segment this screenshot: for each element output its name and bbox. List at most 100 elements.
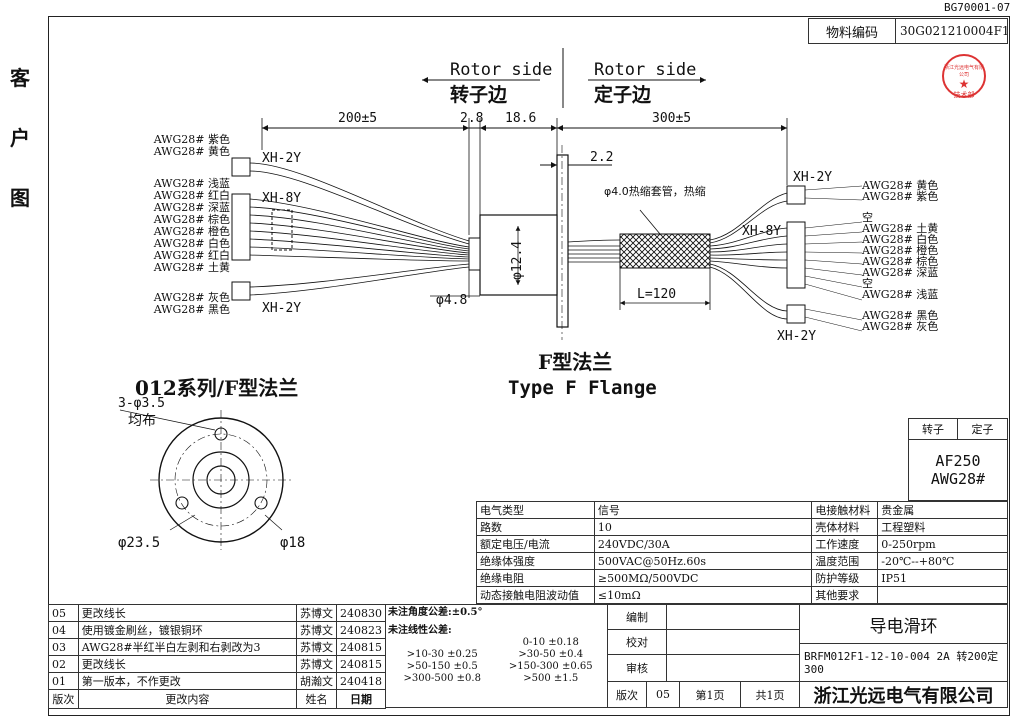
material-value: 30G021210004F1 bbox=[895, 18, 1008, 44]
revision-rev: 01 bbox=[48, 672, 79, 690]
rotor-shaft bbox=[468, 237, 481, 271]
tolerance-value: >500 ±1.5 bbox=[523, 673, 579, 684]
wire-label: AWG28# 黑色 bbox=[862, 309, 939, 322]
heat-shrink-sleeve bbox=[619, 233, 711, 269]
spec-label: 动态接触电阻波动值 bbox=[476, 586, 595, 604]
dim-l120-label: L=120 bbox=[637, 287, 677, 302]
tolerance-value: >10-30 ±0.25 bbox=[406, 649, 478, 660]
revision-date: 240830 bbox=[335, 604, 387, 622]
dim-2-8-label: 2.8 bbox=[460, 111, 484, 126]
tolerance-box: 未注角度公差:±0.5° 未注线性公差: 0-10 ±0.18>10-30 ±0… bbox=[385, 604, 608, 708]
wire-label: AWG28# 灰色 bbox=[862, 320, 939, 333]
wire-spec-stator-text: 定子 bbox=[971, 423, 994, 436]
spec-label: 其他要求 bbox=[811, 586, 879, 604]
left-top-connector-label: XH-2Y bbox=[262, 151, 302, 166]
left-top-connector bbox=[231, 157, 251, 177]
revision-date: 240823 bbox=[335, 621, 387, 639]
wire-label: AWG28# 棕色 bbox=[862, 255, 939, 268]
wire-spec-af: AF250 bbox=[935, 452, 981, 470]
spec-value: IP51 bbox=[877, 569, 1008, 587]
revision-rev: 02 bbox=[48, 655, 79, 673]
spec-row: 电气类型信号电接触材料贵金属 bbox=[476, 501, 1008, 519]
wire-label: AWG28# 红白 bbox=[153, 249, 230, 262]
company-name-text: 浙江光远电气有限公司 bbox=[813, 685, 994, 707]
department-stamp: 浙江光远电气有限公司 ★ 技术部 bbox=[942, 54, 986, 99]
stamp-dept: 技术部 bbox=[953, 91, 975, 99]
product-name: 导电滑环 bbox=[799, 604, 1008, 644]
approval-check-text: 校对 bbox=[626, 636, 648, 649]
stator-side-zh: 定子边 bbox=[594, 84, 652, 106]
side-label-2: 户 bbox=[10, 126, 30, 150]
left-bot-connector-label: XH-2Y bbox=[262, 301, 302, 316]
tolerance-rows: 0-10 ±0.18>10-30 ±0.25>30-50 ±0.4>50-150… bbox=[388, 637, 605, 685]
stator-side-en: Rotor side bbox=[594, 60, 697, 80]
material-label-text: 物料编码 bbox=[825, 25, 878, 41]
wire-spec-stator: 定子 bbox=[957, 418, 1008, 440]
flange-holes-note: 均布 bbox=[128, 413, 156, 429]
wire-label: AWG28# 黄色 bbox=[153, 145, 230, 158]
approval-check-sign bbox=[666, 629, 800, 655]
wire-label: AWG28# 浅蓝 bbox=[153, 177, 230, 190]
document-code: BG70001-07 bbox=[944, 1, 1011, 14]
flange-plate bbox=[556, 154, 569, 328]
revision-content: AWG28#半红半白左剥和右剥改为3 bbox=[77, 638, 297, 656]
side-label-1: 客 bbox=[10, 66, 30, 90]
flange-title-zh: F型法兰 bbox=[538, 350, 613, 374]
spec-value: 500VAC@50Hz.60s bbox=[593, 552, 813, 570]
wire-label: AWG28# 棕色 bbox=[153, 213, 230, 226]
approval-draw: 编制 bbox=[607, 604, 667, 630]
right-top-connector-label: XH-2Y bbox=[793, 170, 833, 185]
approval-audit-sign bbox=[666, 654, 800, 682]
sheet-total: 共1页 bbox=[740, 681, 800, 708]
dim-4-8-label: φ4.8 bbox=[436, 293, 468, 308]
wire-label: AWG28# 土黄 bbox=[862, 222, 939, 235]
spec-value: 0-250rpm bbox=[877, 535, 1008, 553]
approval-audit: 审核 bbox=[607, 654, 667, 682]
tolerance-row: >50-150 ±0.5>150-300 ±0.65 bbox=[388, 661, 605, 673]
revision-author: 苏博文 bbox=[295, 604, 337, 622]
sheet-rev: 05 bbox=[646, 681, 680, 708]
revision-author: 苏博文 bbox=[295, 655, 337, 673]
tolerance-value: >300-500 ±0.8 bbox=[403, 673, 481, 684]
left-wire-labels: AWG28# 紫色 AWG28# 黄色 AWG28# 浅蓝 AWG28# 红白 … bbox=[118, 134, 230, 316]
wire-label: AWG28# 深蓝 bbox=[862, 266, 939, 279]
spec-label: 温度范围 bbox=[811, 552, 879, 570]
revision-header-cell: 更改内容 bbox=[77, 689, 297, 709]
sheet-rev-label: 版次 bbox=[607, 681, 647, 708]
stamp-star-icon: ★ bbox=[958, 77, 970, 91]
company-name: 浙江光远电气有限公司 bbox=[799, 681, 1008, 708]
dim-2-2-label: 2.2 bbox=[590, 150, 614, 165]
tolerance-value: >30-50 ±0.4 bbox=[518, 649, 584, 660]
sheet-page-text: 第1页 bbox=[695, 688, 725, 702]
right-mid-connector bbox=[786, 221, 806, 289]
flange-title-en: Type F Flange bbox=[508, 377, 657, 399]
spec-label: 工作速度 bbox=[811, 535, 879, 553]
flange-outer-dia: φ23.5 bbox=[118, 535, 161, 551]
rotor-side-en: Rotor side bbox=[450, 60, 553, 80]
dim-12-4-label: φ12.4 bbox=[510, 240, 525, 280]
revision-header-cell: 姓名 bbox=[295, 689, 337, 709]
left-bot-connector bbox=[231, 281, 251, 301]
revision-rev: 03 bbox=[48, 638, 79, 656]
revision-header: 版次更改内容姓名日期 bbox=[48, 689, 387, 709]
revision-rev: 05 bbox=[48, 604, 79, 622]
wire-label: AWG28# 白色 bbox=[862, 233, 939, 246]
revision-author: 胡瀚文 bbox=[295, 672, 337, 690]
wire-label: AWG28# 紫色 bbox=[862, 190, 939, 203]
tolerance-angle: 未注角度公差:±0.5° bbox=[388, 607, 483, 618]
spec-value: 10 bbox=[593, 518, 813, 536]
flange-end-view bbox=[119, 409, 292, 550]
flange-holes-label: 3-φ3.5 bbox=[118, 396, 165, 411]
wire-label: AWG28# 紫色 bbox=[153, 133, 230, 146]
wire-label: AWG28# 黄色 bbox=[862, 179, 939, 192]
